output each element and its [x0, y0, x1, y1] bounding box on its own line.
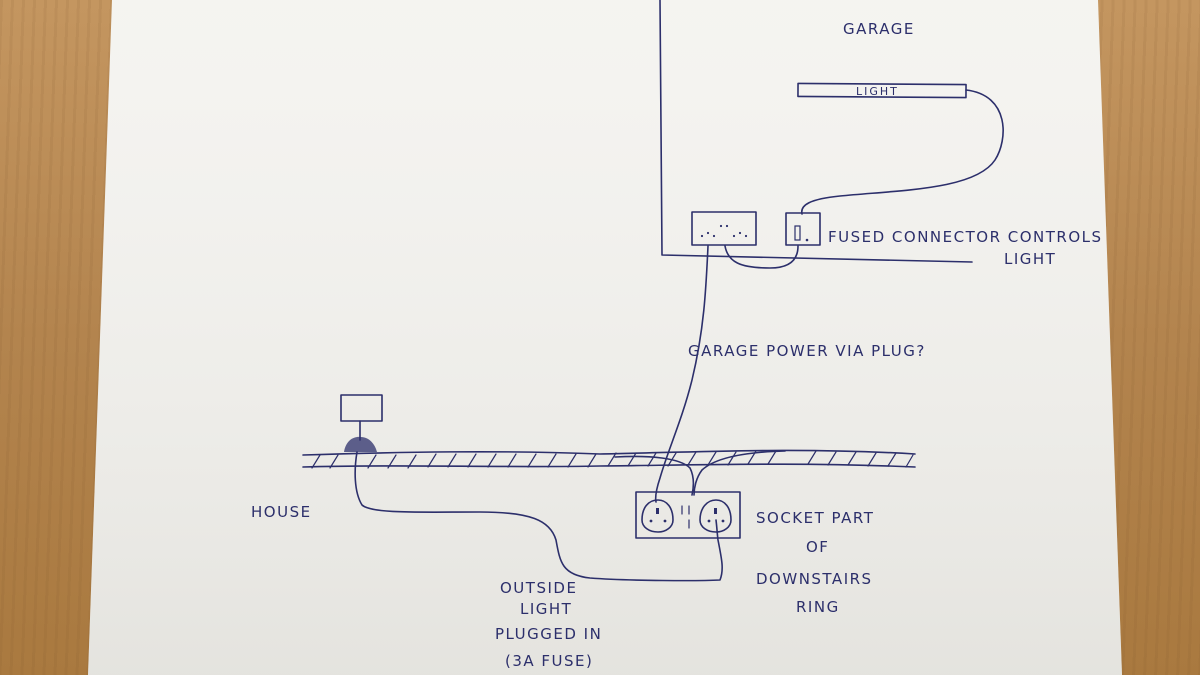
ring-wire-left: [614, 455, 695, 496]
garage-wall: [659, 0, 973, 263]
house-plug-right: [699, 499, 732, 533]
house-socket-switches: [681, 505, 690, 529]
outside-light-label-line3: PLUGGED IN: [495, 625, 602, 643]
ground-line-top: [302, 449, 916, 456]
outside-light-mount: [344, 436, 377, 452]
garage-power-label: GARAGE POWER VIA PLUG?: [688, 342, 926, 360]
fused-connector: [785, 212, 821, 246]
house-plug-left: [641, 499, 674, 533]
paper-shade: [88, 0, 1122, 675]
garage-double-socket: [691, 211, 757, 246]
garage-socket-pins: [700, 224, 748, 238]
fused-connector-fuse: [794, 225, 801, 241]
socket-label-line4: RING: [796, 598, 840, 616]
house-label: HOUSE: [251, 503, 312, 521]
garage-supply-wire: [654, 245, 709, 503]
outside-light-label-line1: OUTSIDE: [500, 579, 577, 597]
fused-connector-label-line1: FUSED CONNECTOR CONTROLS: [828, 228, 1103, 246]
house-socket-pins: [649, 508, 725, 523]
outside-light-wire: [354, 451, 723, 582]
socket-to-fused-wire: [724, 245, 799, 269]
socket-label-line1: SOCKET PART: [756, 509, 874, 527]
outside-light-label-line2: LIGHT: [520, 600, 572, 618]
ground-line-bottom: [302, 463, 916, 468]
light-wire: [801, 89, 1004, 215]
fused-connector-label-line2: LIGHT: [1004, 250, 1056, 268]
house-double-socket: [635, 491, 741, 539]
outside-light: [340, 394, 383, 422]
garage-label: GARAGE: [843, 20, 915, 38]
socket-label-line3: DOWNSTAIRS: [756, 570, 873, 588]
fused-connector-switch: [805, 238, 809, 242]
outside-light-label-line4: (3A FUSE): [505, 652, 593, 670]
socket-label-line2: OF: [806, 538, 829, 556]
ring-wire-right: [693, 450, 786, 496]
light-label: LIGHT: [856, 85, 899, 98]
light-fitting: [797, 82, 967, 99]
